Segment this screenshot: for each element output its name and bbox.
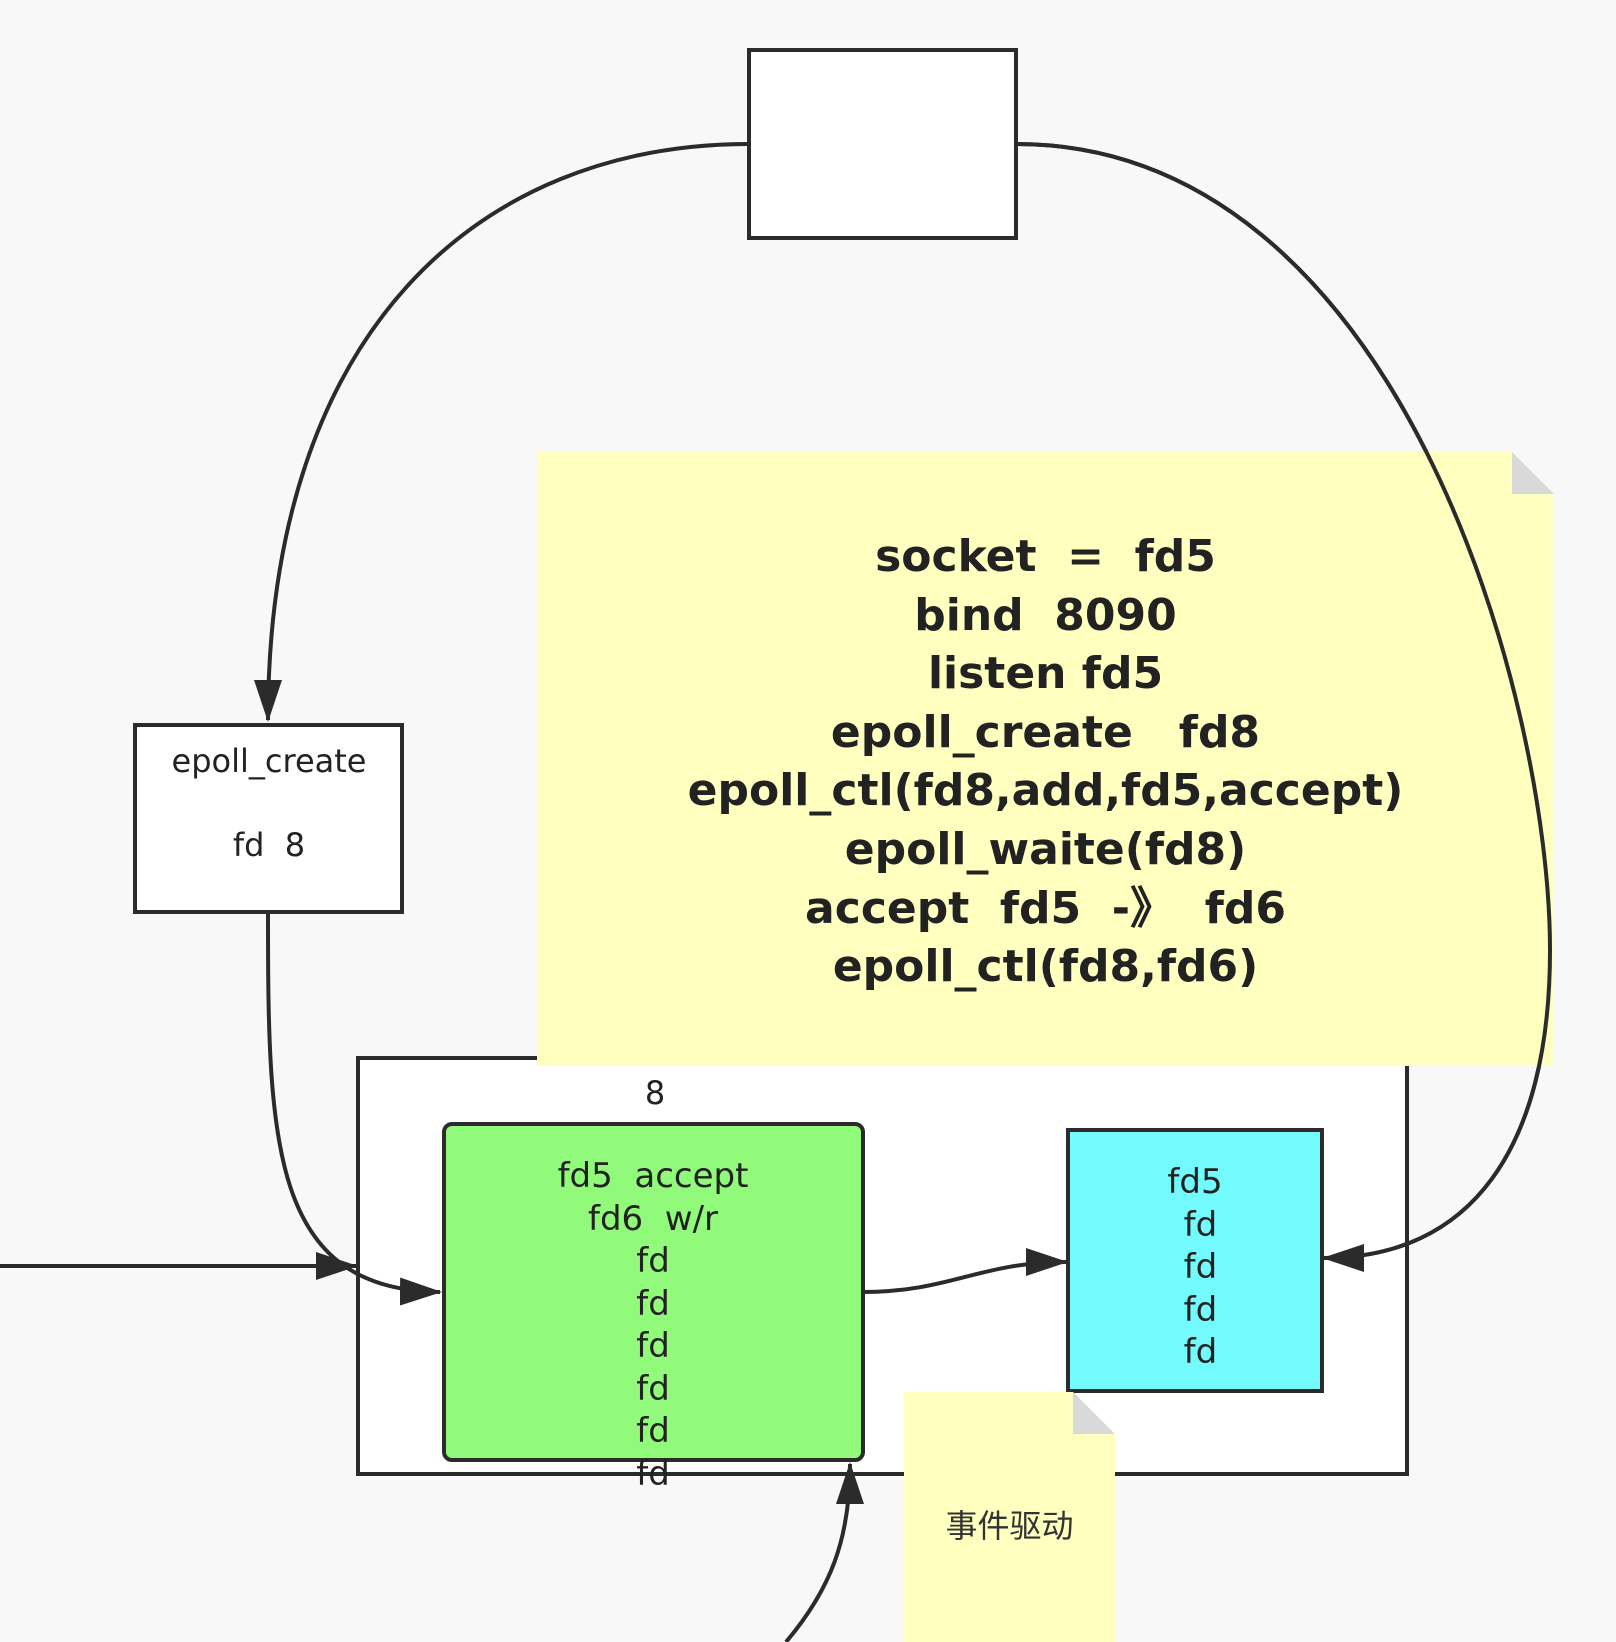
connector-interest-to-ready[interactable] <box>862 1248 1068 1294</box>
epoll-create-box[interactable] <box>133 723 404 914</box>
sticky-note-main-text: socket = fd5 bind 8090 listen fd5 epoll_… <box>687 531 1404 993</box>
sticky-note-event-text: 事件驱动 <box>945 1507 1074 1545</box>
connector-bottom-to-interest-list[interactable] <box>784 1462 864 1642</box>
connector-epoll-create-to-interest-list[interactable] <box>266 911 442 1306</box>
epoll-instance-label: 8 <box>644 1074 666 1112</box>
epoll-create-label: epoll_create fd 8 <box>171 742 367 864</box>
interest-list-label: fd5 accept fd6 w/r fd fd fd fd fd fd <box>557 1156 749 1494</box>
top-process-box[interactable] <box>747 48 1018 240</box>
connector-top-to-epoll-create[interactable] <box>254 142 750 722</box>
ready-list-label: fd5 fd fd fd fd <box>1167 1162 1223 1372</box>
